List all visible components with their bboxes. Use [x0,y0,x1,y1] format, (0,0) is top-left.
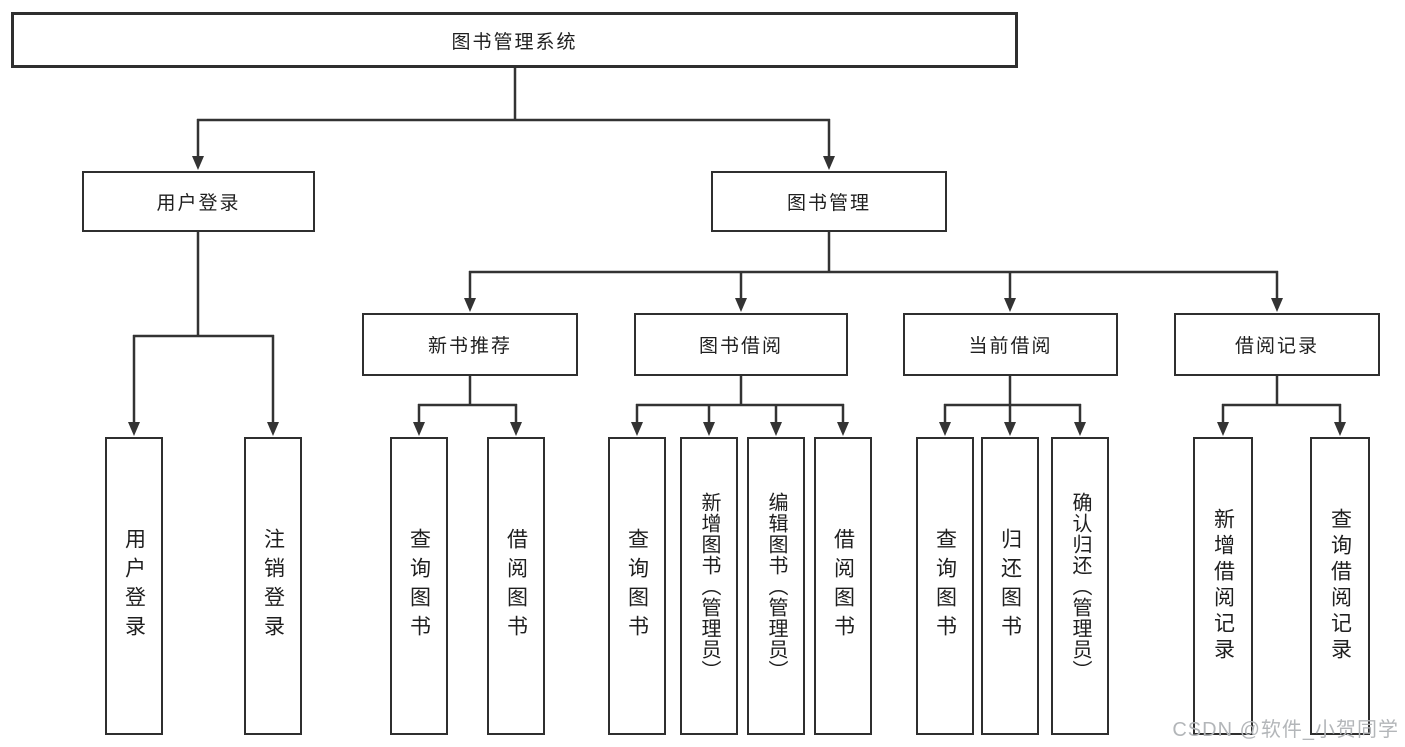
node-label: 用户登录 [122,528,146,644]
node-add-borrow-record: 新增借阅记录 [1193,437,1253,735]
edges-borrowing-records [1217,376,1346,436]
node-label: 用户登录 [156,193,241,214]
node-book-borrowing: 图书借阅 [634,313,848,376]
node-add-books-admin: 新增图书（管理员） [680,437,738,735]
node-label: 查询图书 [407,528,431,644]
node-label: 注销登录 [261,528,285,644]
node-label: 查询图书 [625,528,649,644]
node-confirm-return-admin: 确认归还（管理员） [1051,437,1109,735]
node-label: 借阅图书 [831,528,855,644]
edges-new-book-recommendation [413,376,522,436]
node-label: 图书管理 [786,193,871,214]
node-label: 当前借阅 [968,336,1053,357]
node-label: 新增借阅记录 [1211,508,1235,664]
node-borrow-books-recommend: 借阅图书 [487,437,545,735]
edges-book-borrowing [631,376,849,436]
node-user-login-leaf: 用户登录 [105,437,163,735]
edges-book-management [464,232,1283,312]
node-label: 确认归还（管理员） [1069,491,1091,681]
node-edit-books-admin: 编辑图书（管理员） [747,437,805,735]
node-label: 归还图书 [998,528,1022,644]
node-user-login: 用户登录 [82,171,315,232]
node-query-books-current: 查询图书 [916,437,974,735]
edges-user-login [128,232,279,436]
csdn-watermark: CSDN @软件_小贺同学 [1172,719,1399,741]
node-borrow-books: 借阅图书 [814,437,872,735]
node-label: 借阅图书 [504,528,528,644]
node-query-books-recommend: 查询图书 [390,437,448,735]
edges-root [192,68,835,170]
node-current-borrowing: 当前借阅 [903,313,1118,376]
node-library-management-system: 图书管理系统 [11,12,1018,68]
node-query-books-borrow: 查询图书 [608,437,666,735]
node-book-management: 图书管理 [711,171,947,232]
node-return-books: 归还图书 [981,437,1039,735]
node-label: 新增图书（管理员） [698,491,720,681]
node-label: 借阅记录 [1234,336,1319,357]
edges-current-borrowing [939,376,1086,436]
node-label: 编辑图书（管理员） [765,491,787,681]
node-label: 新书推荐 [427,336,512,357]
node-borrowing-records: 借阅记录 [1174,313,1380,376]
node-new-book-recommendation: 新书推荐 [362,313,578,376]
node-logout: 注销登录 [244,437,302,735]
node-label: 图书借阅 [698,336,783,357]
node-label: 查询图书 [933,528,957,644]
node-label: 查询借阅记录 [1328,508,1352,664]
node-query-borrow-record: 查询借阅记录 [1310,437,1370,735]
root-label: 图书管理系统 [451,31,578,53]
